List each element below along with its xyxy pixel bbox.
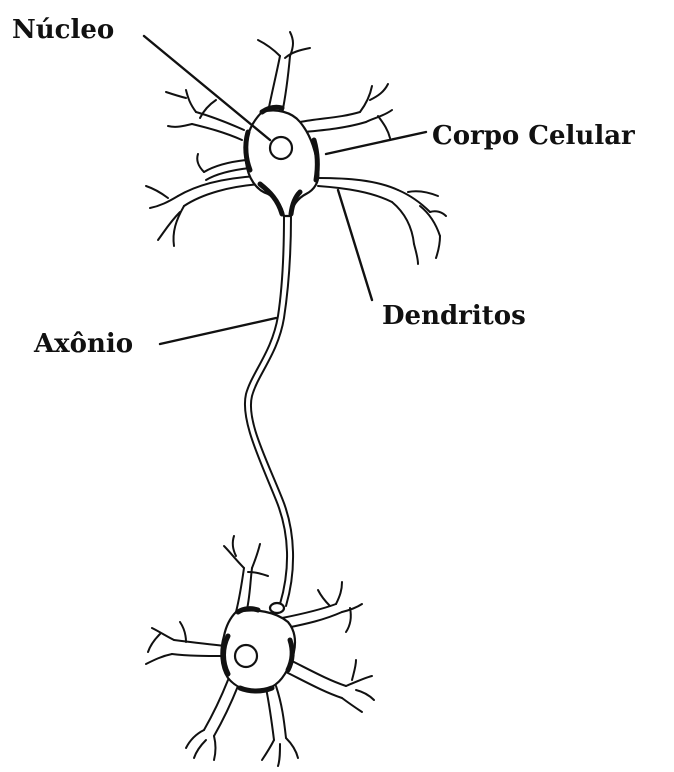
label-cell-body: Corpo Celular — [432, 121, 635, 151]
upper-nucleus — [270, 137, 292, 159]
label-axon: Axônio — [33, 329, 133, 359]
label-dendrites: Dendritos — [382, 301, 526, 331]
lower-cell-body — [221, 610, 295, 690]
axon — [245, 216, 293, 613]
axon-leader — [160, 318, 276, 344]
lower-neuron — [146, 536, 374, 766]
label-nucleus: Núcleo — [12, 15, 114, 45]
cell-body-leader — [326, 132, 426, 154]
axon-terminal — [270, 603, 284, 613]
upper-cell-body — [245, 110, 318, 216]
dendrites-leader — [338, 190, 372, 300]
nucleus-leader — [144, 36, 270, 140]
lower-nucleus — [235, 645, 257, 667]
